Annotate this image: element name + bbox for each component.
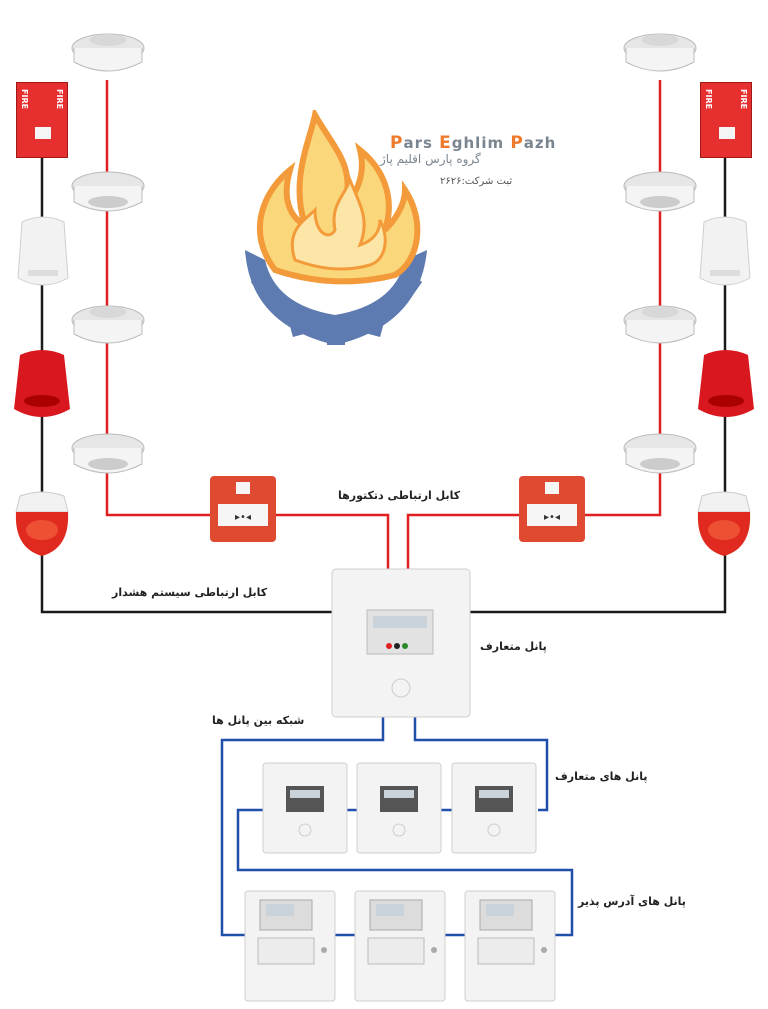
network-wire-left (220, 717, 385, 937)
smoke-detector-icon (71, 305, 145, 344)
main-conventional-panel (331, 568, 471, 718)
panel-network-label: شبکه بین پانل ها (212, 714, 305, 727)
conventional-panel (262, 762, 348, 854)
logo-subtitle: گروه پارس اقلیم پاژ (380, 152, 481, 166)
sounder-icon (17, 216, 69, 286)
smoke-detector-icon (71, 33, 145, 72)
heat-detector-icon (71, 433, 145, 474)
heat-detector-icon (623, 433, 697, 474)
red-beacon-icon (15, 491, 69, 556)
heat-detector-icon (623, 171, 697, 212)
left-detector-to-panel (275, 513, 390, 570)
red-sounder-icon (698, 350, 754, 417)
red-sounder-icon (14, 350, 70, 417)
fire-alarm-strobe-icon: FIRE FIRE (700, 82, 752, 158)
right-detector-wire (555, 80, 662, 517)
conventional-panel-label: پانل متعارف (480, 640, 547, 653)
fire-alarm-strobe-icon: FIRE FIRE (16, 82, 68, 158)
conventional-panel (451, 762, 537, 854)
network-wire-right (413, 717, 549, 812)
right-alarm-wire (468, 150, 727, 614)
right-detector-to-panel (406, 513, 520, 570)
logo-registration: ثبت شرکت:۲۶۲۶ (440, 176, 513, 187)
company-logo-icon (245, 110, 427, 345)
detector-cable-label: کابل ارتباطی دتکتورها (338, 489, 461, 502)
sounder-icon (699, 216, 751, 286)
smoke-detector-icon (623, 305, 697, 344)
addressable-panel (354, 890, 446, 1002)
addressable-panel (464, 890, 556, 1002)
red-beacon-icon (697, 491, 751, 556)
conventional-panel (356, 762, 442, 854)
manual-call-point-icon: ▸•◂ (210, 476, 276, 542)
heat-detector-icon (71, 171, 145, 212)
manual-call-point-icon: ▸•◂ (519, 476, 585, 542)
alarm-cable-label: کابل ارتباطی سیستم هشدار (112, 586, 268, 599)
left-detector-wire (105, 80, 212, 517)
conventional-panels-label: پانل های متعارف (555, 770, 648, 783)
addressable-panel (244, 890, 336, 1002)
smoke-detector-icon (623, 33, 697, 72)
logo-title: Pars Eghlim Pazh (390, 133, 557, 153)
svg-text:▸•◂: ▸•◂ (544, 512, 560, 523)
svg-text:▸•◂: ▸•◂ (235, 512, 251, 523)
network-wire-mid (236, 808, 574, 937)
left-alarm-wire (40, 150, 332, 614)
addressable-panels-label: پانل های آدرس پذیر (578, 895, 686, 908)
